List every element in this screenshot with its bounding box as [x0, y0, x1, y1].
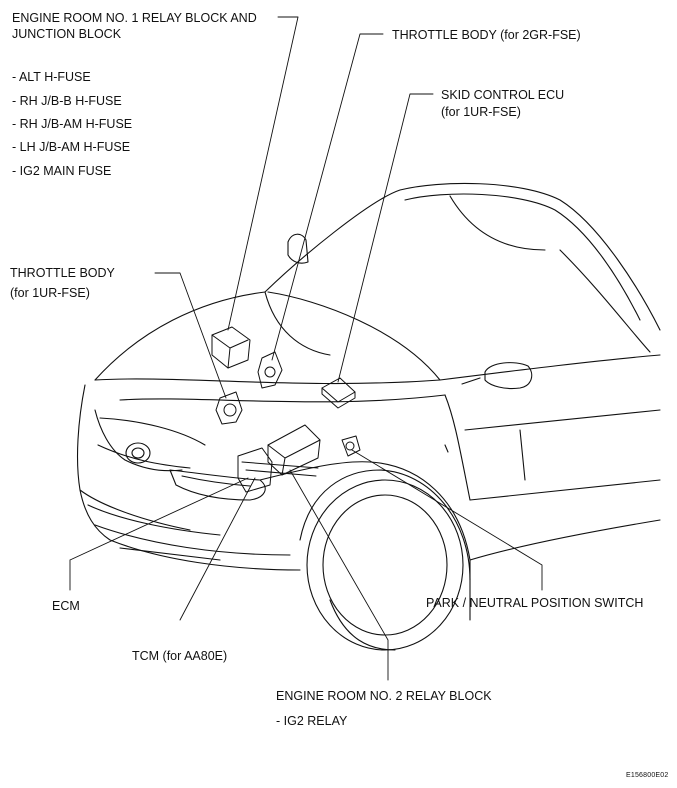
fuse-item: - RH J/B-B H-FUSE [12, 94, 122, 108]
park-neutral-label: PARK / NEUTRAL POSITION SWITCH [426, 596, 644, 610]
ecm-label: ECM [52, 599, 80, 613]
skid-control-label-line2: (for 1UR-FSE) [441, 105, 521, 119]
ig2-relay-label: - IG2 RELAY [276, 714, 348, 728]
leader-lines [69, 16, 543, 681]
engine-room-2-label: ENGINE ROOM NO. 2 RELAY BLOCK [276, 689, 492, 703]
components [211, 326, 361, 493]
fuse-item: - IG2 MAIN FUSE [12, 164, 112, 178]
fuse-item: - RH J/B-AM H-FUSE [12, 117, 133, 131]
figure-code: E156800E02 [626, 772, 669, 779]
car-body [76, 182, 661, 651]
fuse-item: - ALT H-FUSE [12, 70, 91, 84]
throttle-2gr-label: THROTTLE BODY (for 2GR-FSE) [392, 28, 581, 42]
skid-control-label-line1: SKID CONTROL ECU [441, 88, 565, 102]
tcm-label: TCM (for AA80E) [132, 649, 228, 663]
throttle-1ur-label-line2: (for 1UR-FSE) [10, 286, 90, 300]
engine-room-1-label-line2: JUNCTION BLOCK [12, 27, 122, 41]
fuse-item: - LH J/B-AM H-FUSE [12, 140, 131, 154]
engine-room-1-label-line1: ENGINE ROOM NO. 1 RELAY BLOCK AND [12, 11, 257, 25]
throttle-1ur-label-line1: THROTTLE BODY [10, 266, 115, 280]
